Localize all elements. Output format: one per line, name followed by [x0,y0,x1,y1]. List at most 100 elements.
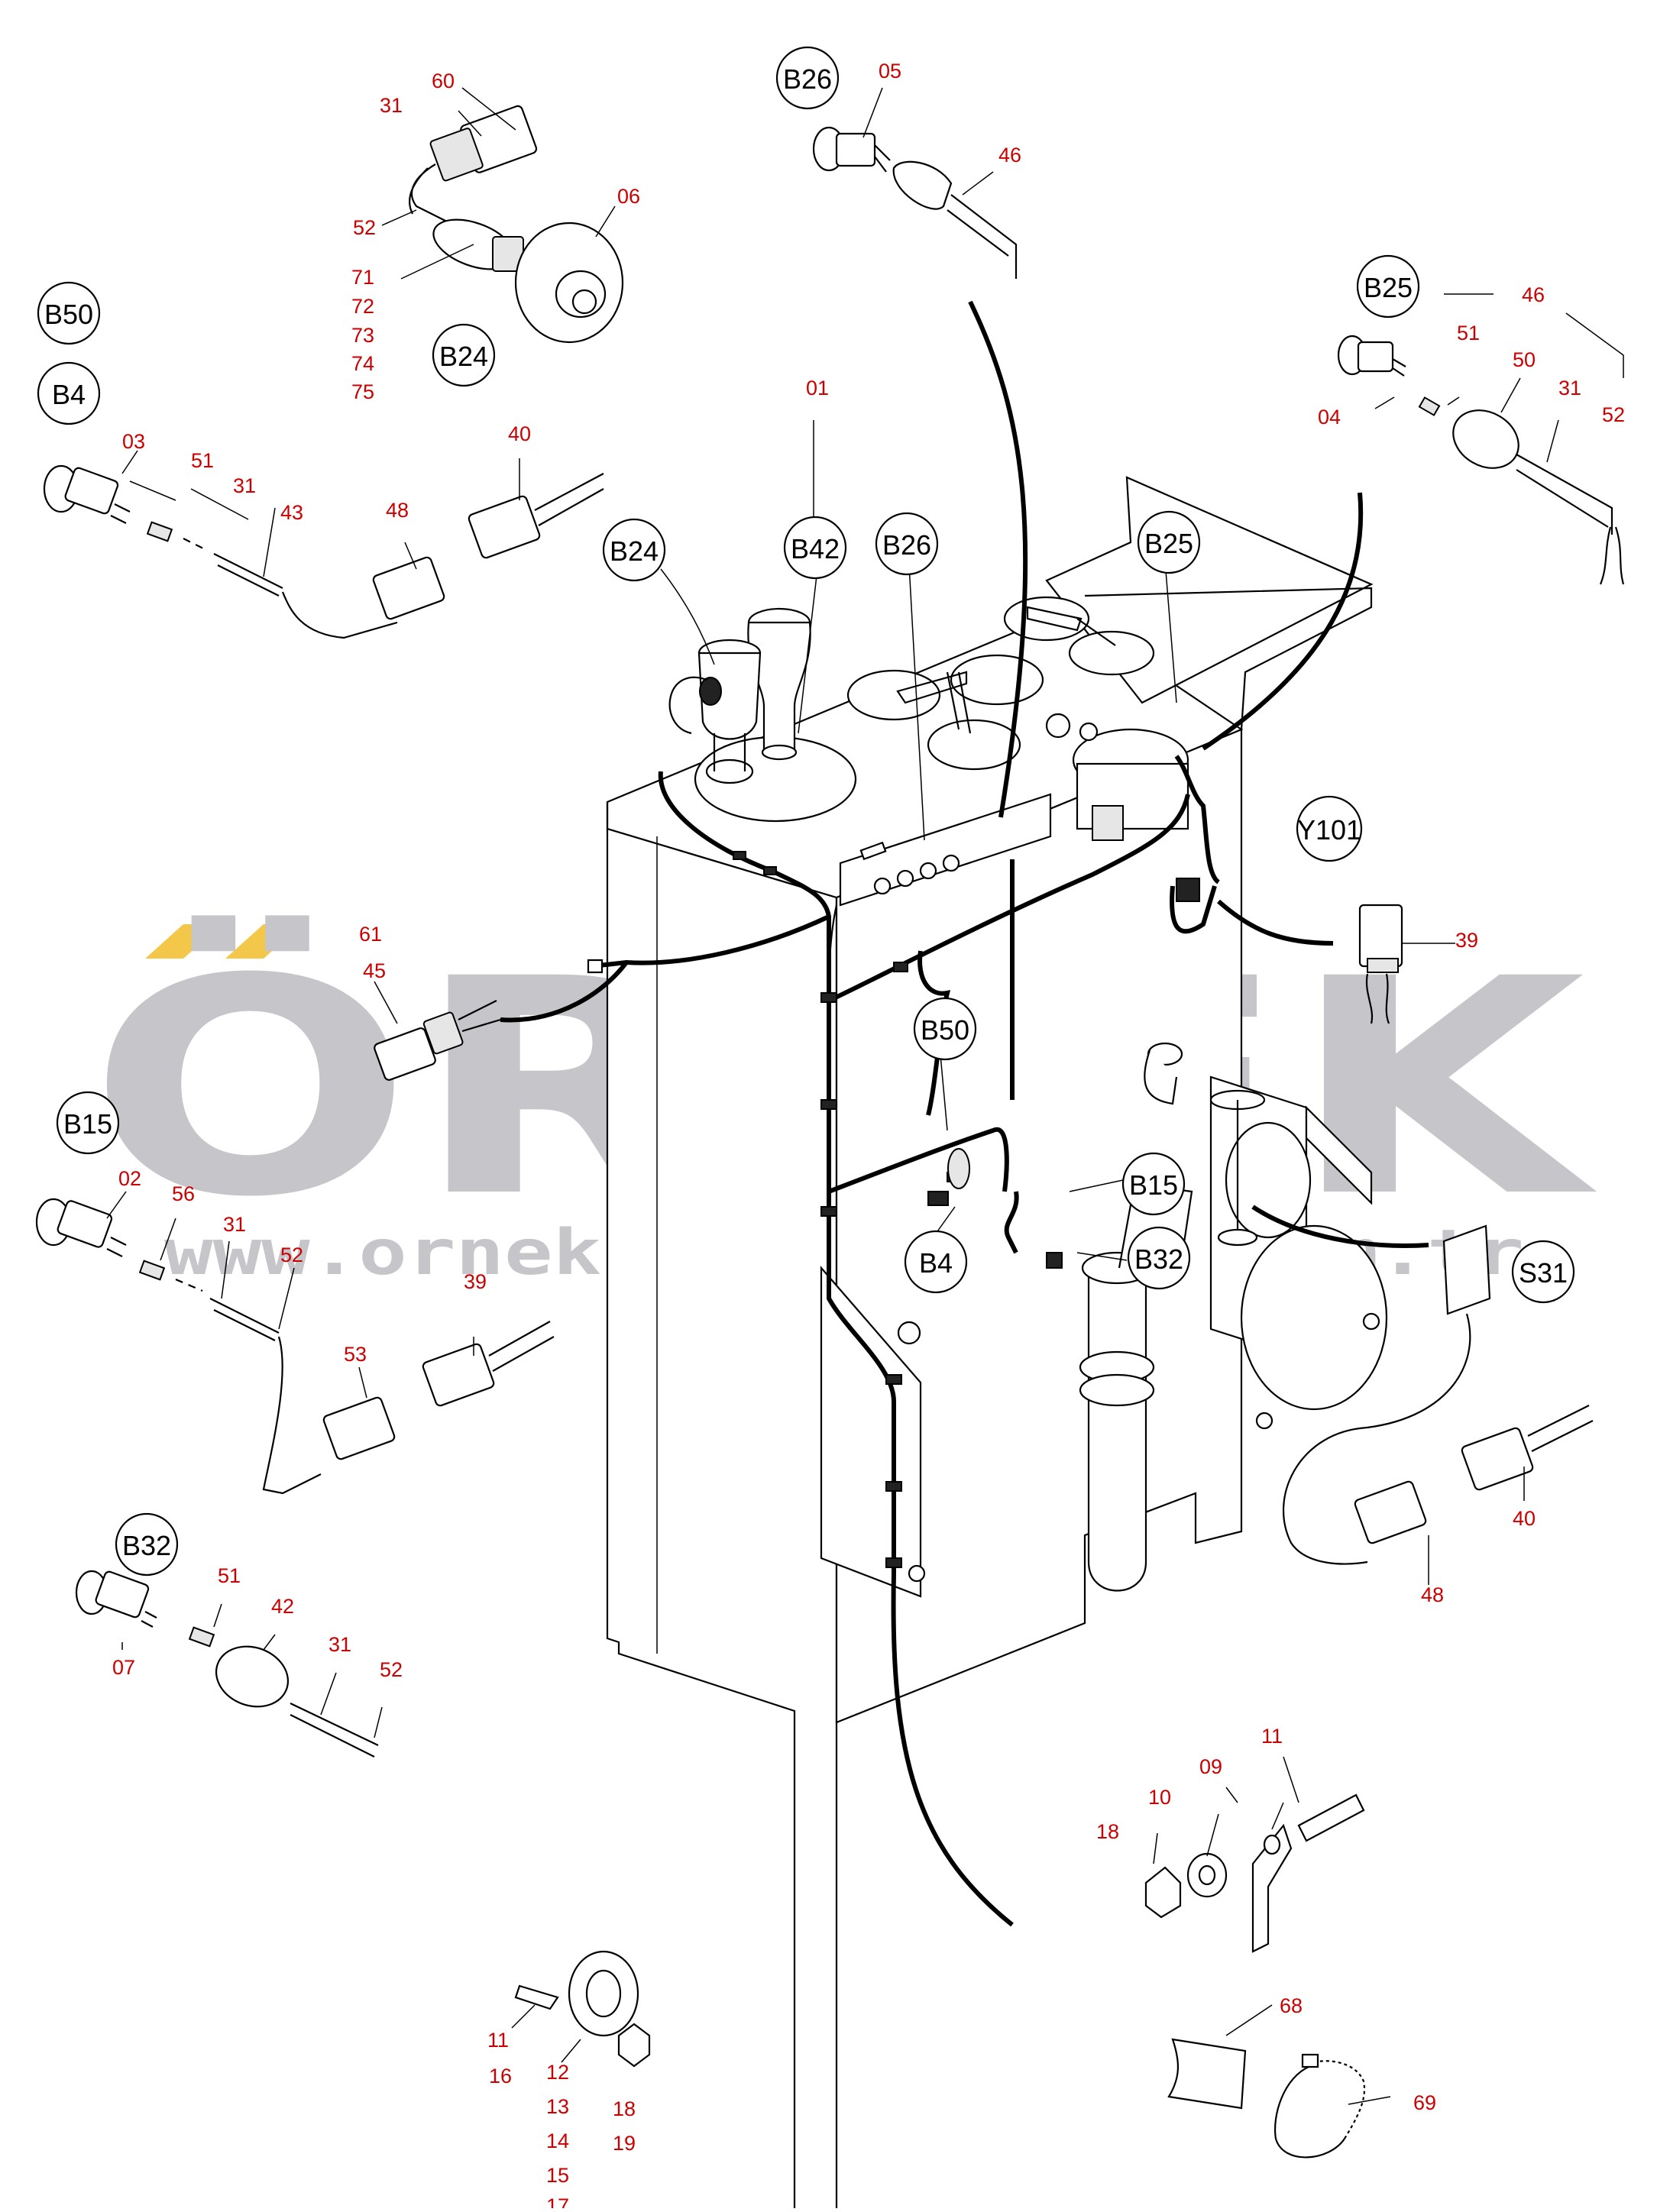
part-number: 11 [1261,1725,1283,1748]
part-number: 13 [546,2095,569,2118]
circle-b24-topleft [432,323,496,387]
wiring-harness [587,755,1221,1927]
suction-valve [1209,1075,1388,1430]
part-number: 39 [1455,929,1478,952]
part-numbers: 60 31 52 06 71 72 73 74 75 05 46 46 51 5… [112,60,1625,2212]
connector-40b [1461,1427,1534,1491]
bolt-11b [514,1984,559,2010]
harness-lead-45 [500,961,629,1023]
part-number: 51 [218,1564,241,1587]
part-number: 45 [363,959,386,982]
part-number: 03 [122,430,145,453]
part-number: 40 [508,422,531,445]
circle-y101 [1296,795,1363,862]
bolt-11a [1297,1793,1365,1842]
part-number: 15 [546,2164,569,2187]
part-number: 31 [328,1633,351,1656]
sleeve-68 [1167,2038,1247,2110]
watermark-accent-right [225,924,302,959]
part-number: 39 [464,1270,487,1293]
detail-b32 [75,1570,383,1758]
part-number: 73 [351,324,374,347]
connector-45 [374,1027,436,1081]
circle-b25-top [1356,254,1420,319]
boot-42 [215,1645,290,1708]
circle-b50-left [37,281,101,345]
label-y101: Y101 [1297,814,1361,846]
detail-y101 [1358,904,1455,1024]
detail-b24 [381,87,624,344]
label-b25-top: B25 [1364,272,1413,303]
label-s31: S31 [1519,1257,1568,1289]
part-number: 31 [1558,377,1581,399]
part-number: 16 [489,2065,512,2087]
circle-b32-left [115,1512,179,1577]
circle-labels: B26 B25 B50 B4 B24 B24 B42 B26 B25 Y101 … [37,46,1575,1577]
terminal-56 [138,1260,166,1281]
part-number: 52 [380,1658,403,1681]
connector-53 [322,1396,396,1460]
part-number: 07 [112,1656,135,1679]
part-number: 48 [386,499,409,522]
label-b32-left: B32 [122,1530,171,1561]
part-number: 69 [1413,2091,1436,2114]
b24-sensor-plug [699,677,722,706]
part-number: 18 [1096,1820,1119,1843]
detail-clamp-12 [511,1950,651,2068]
part-number: 75 [351,380,374,403]
circle-b32-main [1127,1226,1191,1290]
part-number: 01 [806,377,829,399]
detail-45 [374,981,501,1081]
circle-b26-main [875,512,939,576]
part-number: 11 [487,2029,509,2052]
part-number: 46 [1522,283,1545,306]
terminal-51c [188,1626,215,1648]
part-number: 46 [998,144,1021,167]
harness-lead-s31 [1251,1205,1429,1248]
cable-tie-69 [1274,2065,1345,2159]
detail-b15 [35,1191,555,1495]
terminal-51 [1418,396,1441,416]
valve-block [1045,713,1189,841]
label-b26-main: B26 [882,529,931,561]
tank-front-face [606,827,838,2212]
part-number: 43 [280,501,303,524]
leader-lines [660,420,1177,1261]
circle-b15-main [1121,1152,1186,1216]
connector-39b [422,1343,495,1407]
boot-50 [1452,409,1519,469]
detail-clamp-09 [1144,1756,1365,1953]
part-number: 61 [359,923,382,946]
label-b4-main: B4 [919,1247,953,1279]
part-number: 05 [879,60,901,82]
connector-39a [1358,904,1403,968]
part-number: 17 [546,2194,569,2208]
label-b50-left: B50 [44,299,93,330]
breather-b42 [747,607,811,761]
circle-b42-main [783,516,847,580]
part-number: 19 [613,2132,636,2155]
part-number: 60 [432,70,455,92]
circle-s31 [1511,1240,1575,1304]
circle-b15-left [56,1091,120,1155]
circle-b4-left [37,361,101,425]
circle-b50-main [913,997,977,1061]
part-number: 31 [380,94,403,117]
part-number: 50 [1513,348,1536,371]
label-b25-main: B25 [1144,528,1193,559]
boot-46 [892,160,953,210]
connector-48b [1354,1480,1427,1544]
connector-40a [468,495,541,559]
watermark-accent-left [145,924,222,959]
harness-lead-b26 [968,300,1028,818]
label-b50-main: B50 [921,1014,969,1046]
circle-b4-main [904,1230,968,1294]
part-number: 14 [546,2130,569,2152]
part-number: 10 [1148,1786,1171,1809]
nut-18a [1144,1866,1182,1919]
part-number: 56 [172,1182,195,1205]
part-number: 52 [353,216,376,239]
hydraulic-tank-assembly [500,300,1429,2212]
